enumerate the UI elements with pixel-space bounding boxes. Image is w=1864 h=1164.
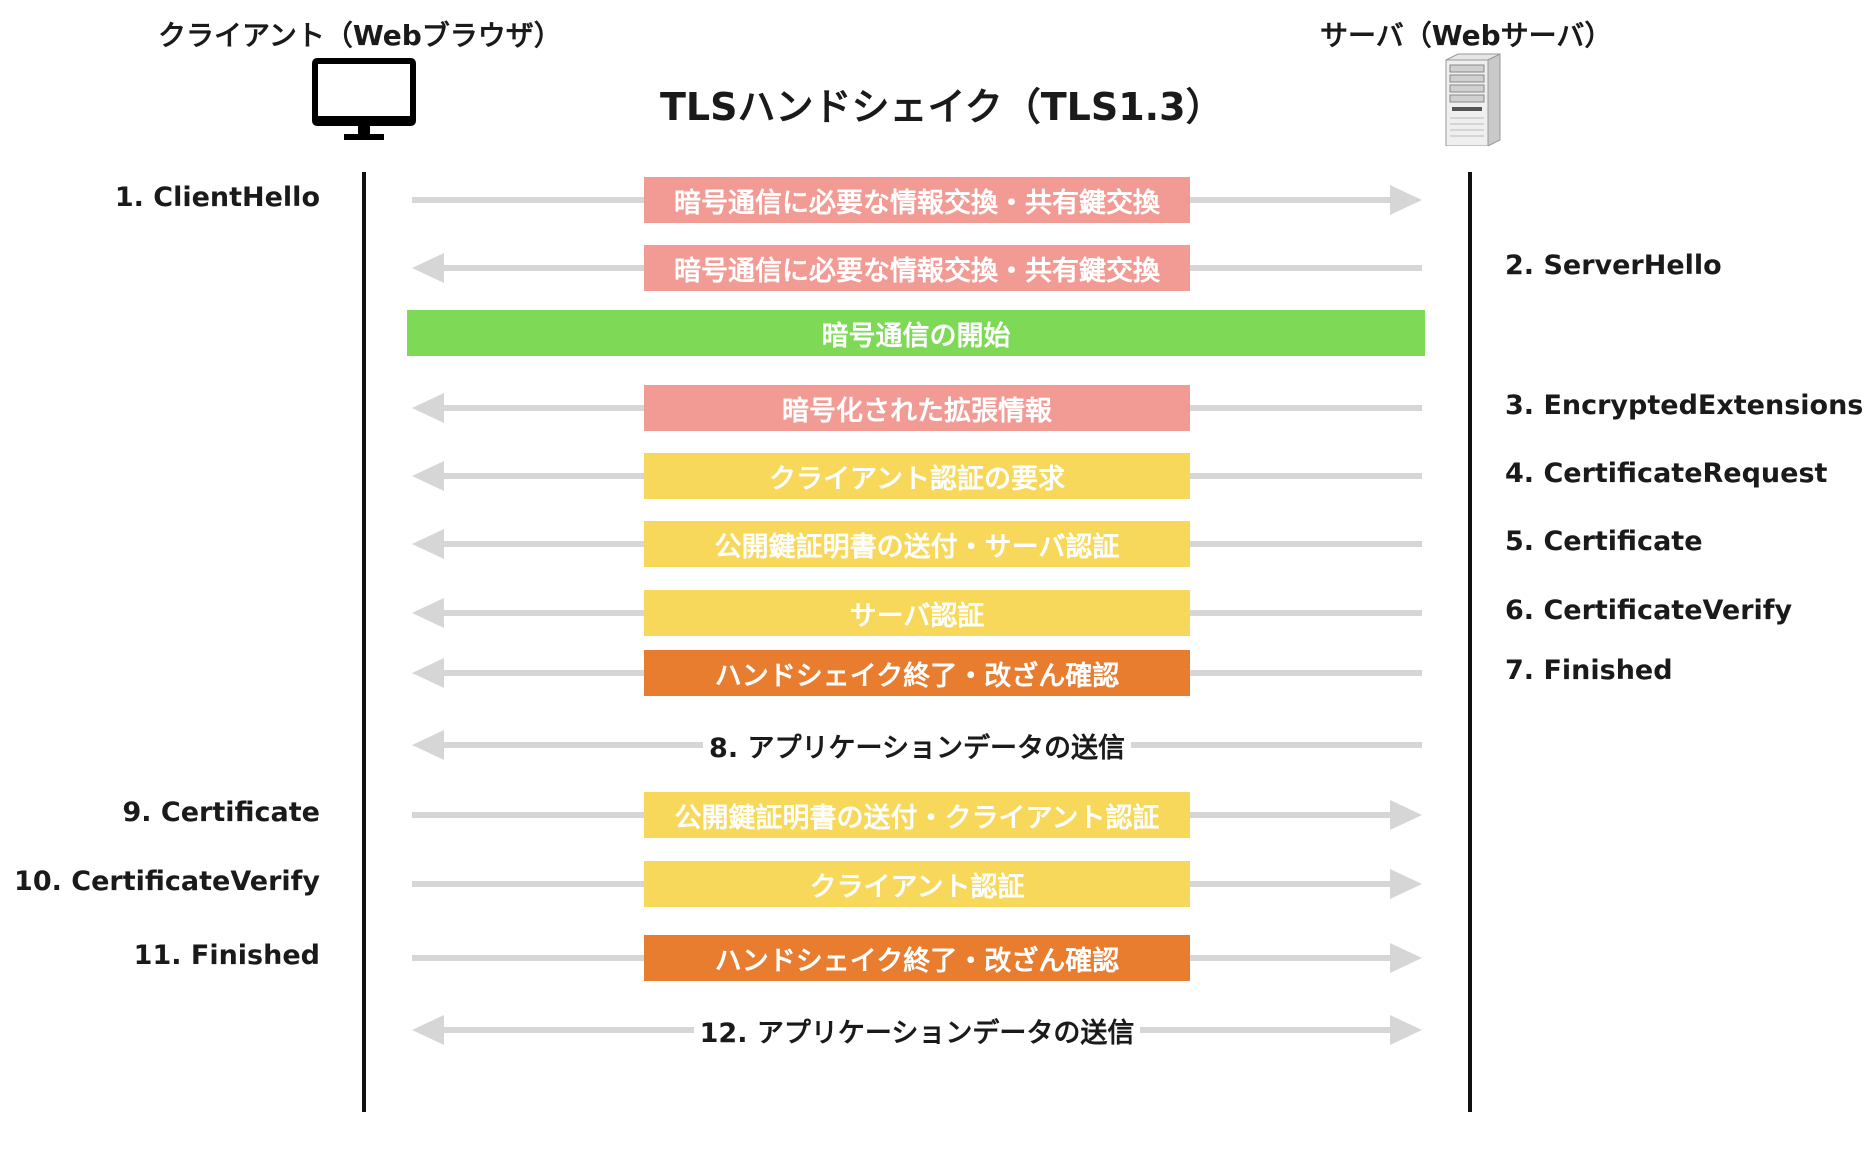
- step-label-6: 5. Certificate: [1505, 526, 1703, 557]
- server-label: サーバ（Webサーバ）: [1320, 19, 1613, 52]
- arrowhead-12-1: [1390, 943, 1422, 973]
- message-band-12: ハンドシェイク終了・改ざん確認: [644, 935, 1190, 981]
- arrowhead-7-1: [412, 598, 444, 628]
- arrowhead-2-1: [412, 253, 444, 283]
- server-tower-icon: [1436, 52, 1508, 150]
- arrowhead-13-2: [412, 1015, 444, 1045]
- server-lifeline: [1468, 172, 1472, 1112]
- arrowhead-1-1: [1390, 185, 1422, 215]
- step-label-1: 1. ClientHello: [114, 182, 320, 213]
- diagram-title: TLSハンドシェイク（TLS1.3）: [660, 85, 1224, 129]
- message-band-7: サーバ認証: [644, 590, 1190, 636]
- message-band-2: 暗号通信に必要な情報交換・共有鍵交換: [644, 245, 1190, 291]
- arrowhead-4-1: [412, 393, 444, 423]
- step-label-5: 4. CertificateRequest: [1505, 458, 1828, 489]
- message-band-1: 暗号通信に必要な情報交換・共有鍵交換: [644, 177, 1190, 223]
- step-label-11: 10. CertificateVerify: [14, 866, 320, 897]
- message-band-8: ハンドシェイク終了・改ざん確認: [644, 650, 1190, 696]
- step-label-4: 3. EncryptedExtensions: [1505, 390, 1864, 421]
- arrowhead-13-1: [1390, 1015, 1422, 1045]
- message-band-10: 公開鍵証明書の送付・クライアント認証: [644, 792, 1190, 838]
- step-label-10: 9. Certificate: [122, 797, 320, 828]
- arrowhead-8-1: [412, 658, 444, 688]
- client-lifeline: [362, 172, 366, 1112]
- arrowhead-9-1: [412, 730, 444, 760]
- message-band-11: クライアント認証: [644, 861, 1190, 907]
- client-label: クライアント（Webブラウザ）: [158, 19, 562, 52]
- step-label-2: 2. ServerHello: [1505, 250, 1722, 281]
- app-data-label-13: 12. アプリケーションデータの送信: [693, 1011, 1141, 1050]
- arrowhead-6-1: [412, 529, 444, 559]
- arrowhead-5-1: [412, 461, 444, 491]
- message-band-4: 暗号化された拡張情報: [644, 385, 1190, 431]
- arrowhead-11-1: [1390, 869, 1422, 899]
- encryption-start-band: 暗号通信の開始: [407, 310, 1425, 356]
- monitor-icon: [312, 58, 418, 146]
- step-label-8: 7. Finished: [1505, 655, 1673, 686]
- arrowhead-10-1: [1390, 800, 1422, 830]
- step-label-7: 6. CertificateVerify: [1505, 595, 1793, 626]
- message-band-5: クライアント認証の要求: [644, 453, 1190, 499]
- app-data-label-9: 8. アプリケーションデータの送信: [703, 726, 1131, 765]
- message-band-6: 公開鍵証明書の送付・サーバ認証: [644, 521, 1190, 567]
- step-label-12: 11. Finished: [133, 940, 320, 971]
